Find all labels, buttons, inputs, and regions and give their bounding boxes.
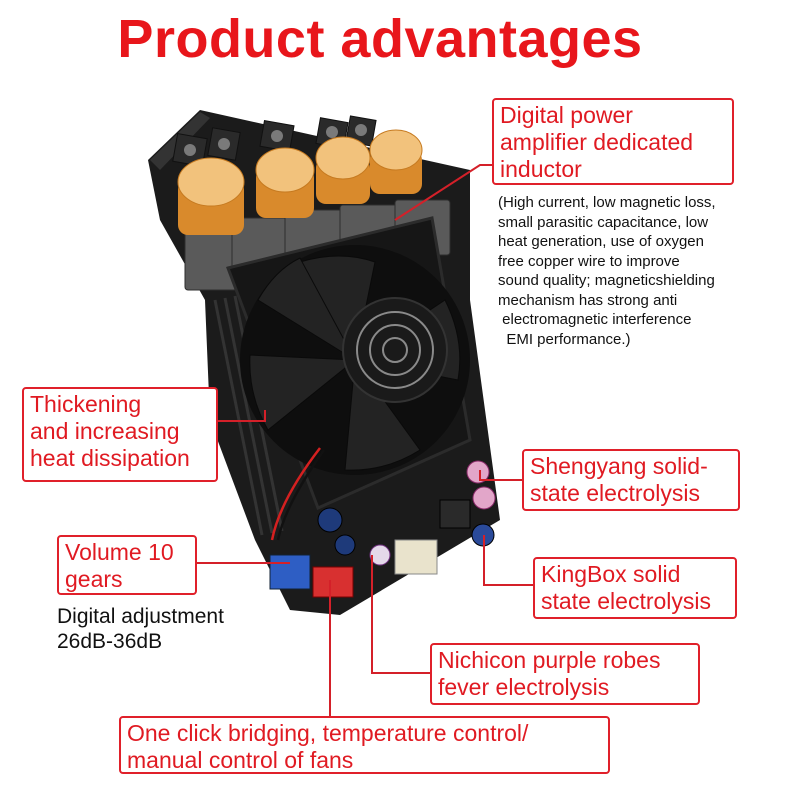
callout-heatsink-text: Thickening and increasing heat dissipati… — [30, 391, 190, 471]
callout-bridging-text: One click bridging, temperature control/… — [127, 720, 529, 773]
callout-nichicon-text: Nichicon purple robes fever electrolysis — [438, 647, 661, 700]
callout-inductor: Digital power amplifier dedicated induct… — [492, 98, 734, 185]
callout-volume-text: Volume 10 gears — [65, 539, 174, 592]
callout-kingbox: KingBox solid state electrolysis — [533, 557, 737, 619]
callout-shengyang-text: Shengyang solid- state electrolysis — [530, 453, 708, 506]
callout-inductor-text: Digital power amplifier dedicated induct… — [500, 102, 694, 182]
callout-kingbox-text: KingBox solid state electrolysis — [541, 561, 712, 614]
callout-nichicon: Nichicon purple robes fever electrolysis — [430, 643, 700, 705]
page-title: Product advantages — [117, 9, 643, 69]
callout-heatsink: Thickening and increasing heat dissipati… — [22, 387, 218, 482]
callout-shengyang: Shengyang solid- state electrolysis — [522, 449, 740, 511]
inductor-note: (High current, low magnetic loss, small … — [498, 194, 716, 348]
digital-adjustment-text: Digital adjustment 26dB-36dB — [57, 605, 224, 653]
callout-volume: Volume 10 gears — [57, 535, 197, 595]
callout-bridging: One click bridging, temperature control/… — [119, 716, 610, 774]
